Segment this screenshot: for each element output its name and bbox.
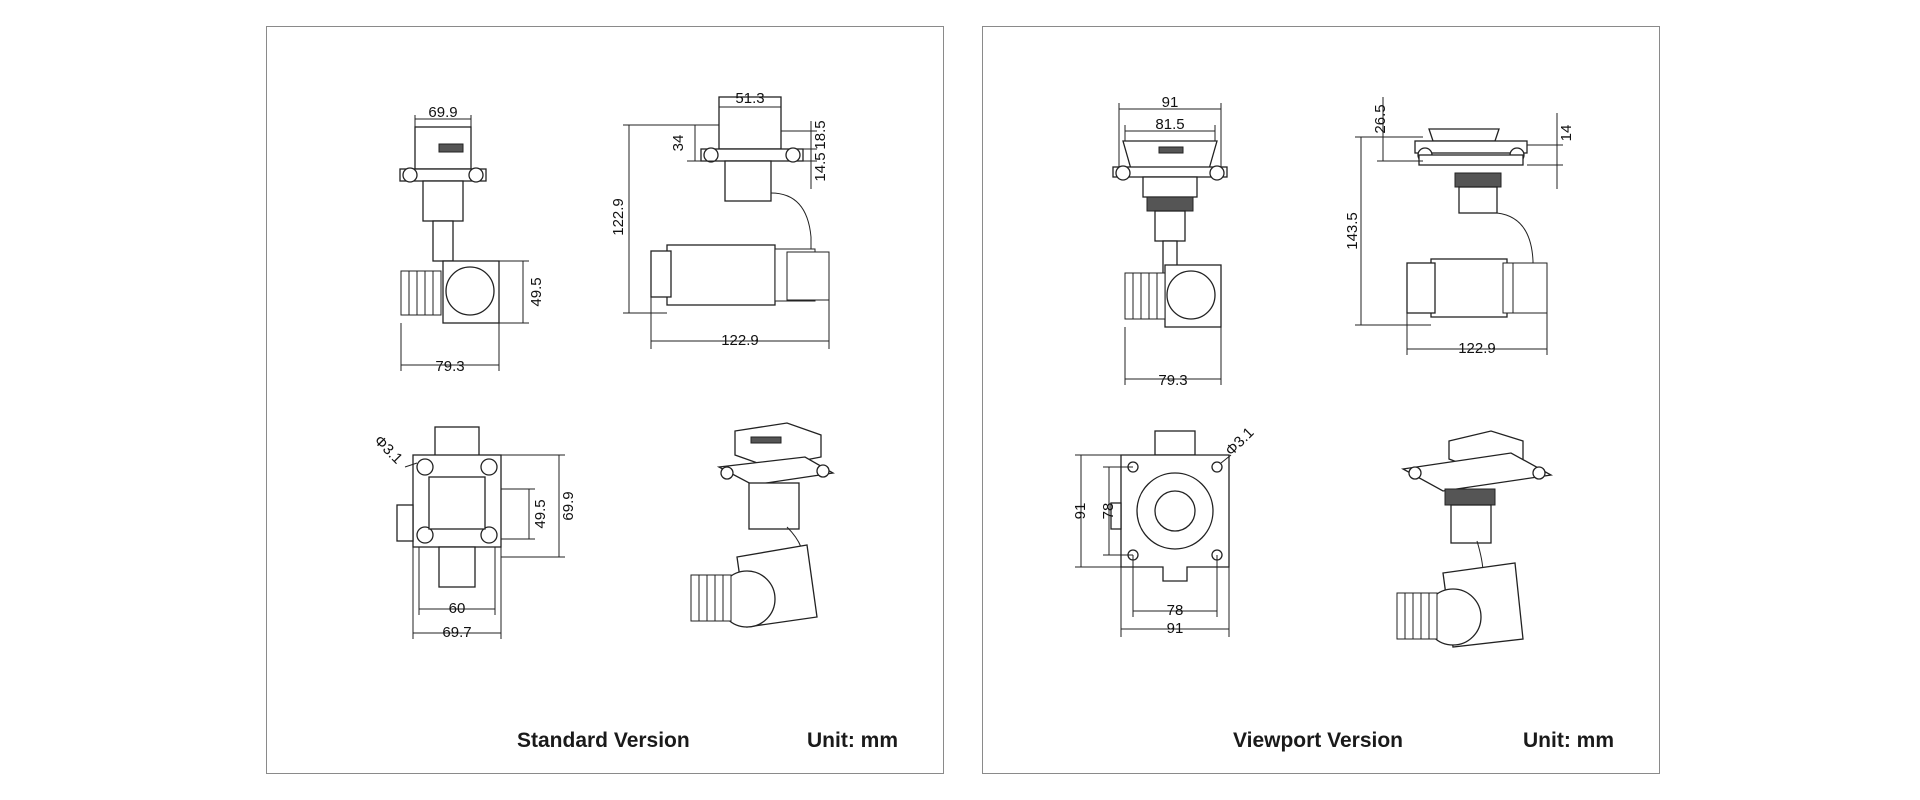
dim-label: 122.9 <box>721 332 759 349</box>
dim-label: 14.5 <box>812 152 829 181</box>
viewport-top-view <box>1110 430 1230 582</box>
dim-label: 18.5 <box>812 120 829 149</box>
dim-label: 26.5 <box>1372 104 1389 133</box>
dim-label: 81.5 <box>1155 116 1184 133</box>
dim-label: 122.9 <box>610 198 627 236</box>
standard-drawing: 69.9 49.5 79.3 51.3 34 <box>371 90 835 641</box>
panel-title: Viewport Version <box>1233 729 1403 752</box>
dim-label: 79.3 <box>435 358 464 375</box>
standard-side-dimensions: 51.3 34 18.5 14.5 122.9 122.9 <box>610 90 830 349</box>
unit-label: Unit: mm <box>1523 729 1614 752</box>
dim-label: 34 <box>670 135 687 152</box>
dim-label: 91 <box>1167 620 1184 637</box>
dim-label: 69.7 <box>442 624 471 641</box>
viewport-iso-view <box>1396 430 1554 648</box>
viewport-front-view <box>1112 140 1228 328</box>
standard-side-view <box>650 96 830 306</box>
viewport-version-panel: 91 81.5 79.3 26.5 <box>982 26 1660 774</box>
dim-label: 91 <box>1072 503 1089 520</box>
dim-label: 49.5 <box>532 499 549 528</box>
dim-label: 51.3 <box>735 90 764 107</box>
dim-label: Φ3.1 <box>371 432 406 467</box>
dim-label: 69.9 <box>428 104 457 121</box>
dim-label: 78 <box>1100 503 1117 520</box>
panel-title: Standard Version <box>517 729 690 752</box>
standard-top-view <box>396 426 502 588</box>
viewport-drawing: 91 81.5 79.3 26.5 <box>1072 94 1575 648</box>
viewport-side-dimensions: 26.5 14 143.5 122.9 <box>1344 97 1575 357</box>
dim-label: 79.3 <box>1158 372 1187 389</box>
dim-label: 49.5 <box>528 277 545 306</box>
dim-label: 14 <box>1558 125 1575 142</box>
dim-label: 69.9 <box>560 491 577 520</box>
standard-front-view <box>399 126 500 324</box>
unit-label: Unit: mm <box>807 729 898 752</box>
standard-front-dimensions: 69.9 49.5 79.3 <box>400 104 545 375</box>
dim-label: 91 <box>1162 94 1179 111</box>
dim-label: Φ3.1 <box>1222 424 1257 459</box>
dim-label: 60 <box>449 600 466 617</box>
dim-label: 78 <box>1167 602 1184 619</box>
viewport-side-view <box>1406 128 1548 318</box>
standard-iso-view <box>690 422 835 628</box>
viewport-front-dimensions: 91 81.5 79.3 <box>1118 94 1222 389</box>
dim-label: 143.5 <box>1344 212 1361 250</box>
standard-version-panel: 69.9 49.5 79.3 51.3 34 <box>266 26 944 774</box>
dim-label: 122.9 <box>1458 340 1496 357</box>
